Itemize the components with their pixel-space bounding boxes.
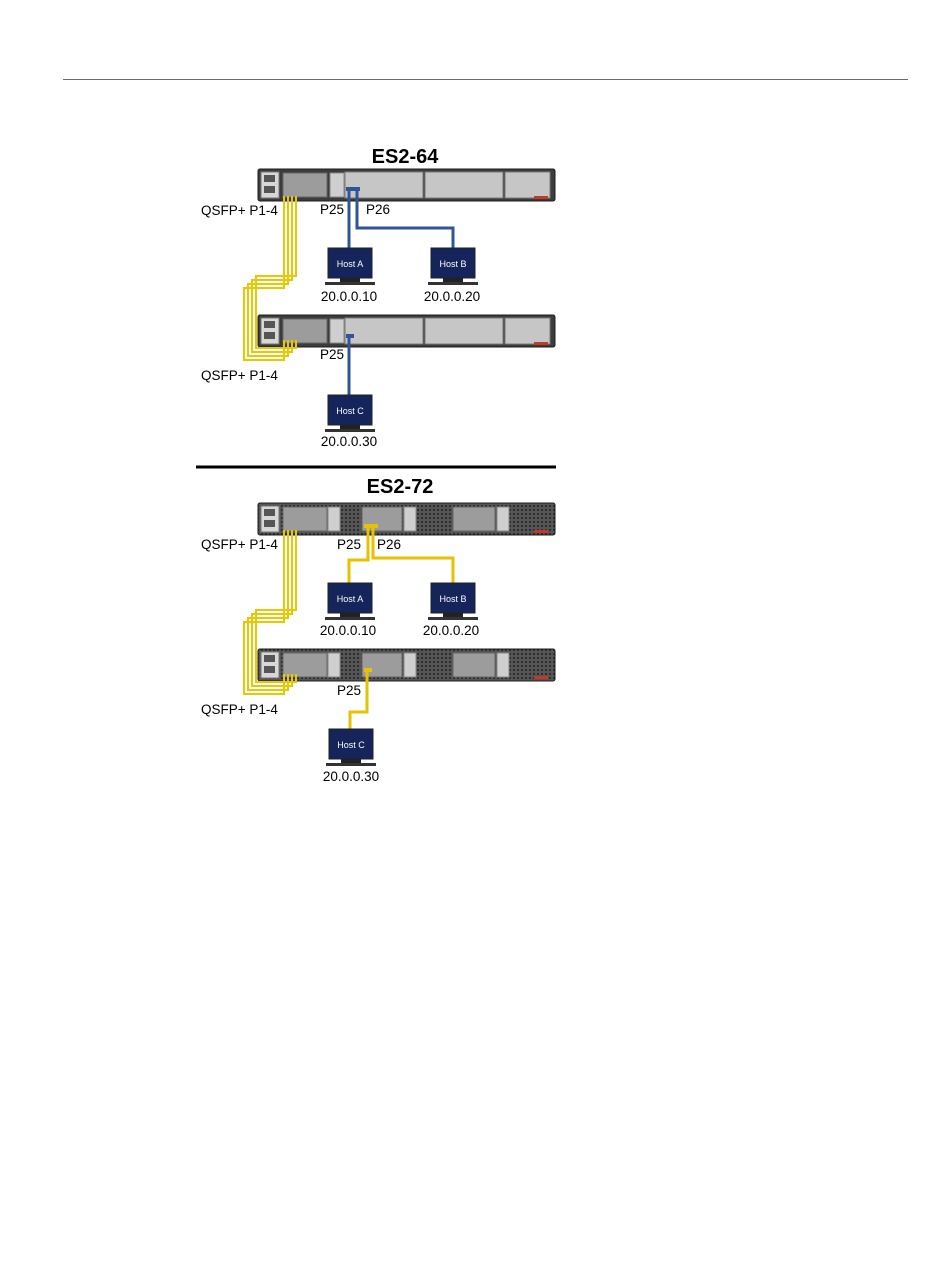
es2-72-p25-label-bottom: P25 bbox=[337, 683, 361, 698]
es2-72-p26-label-top: P26 bbox=[377, 537, 401, 552]
es2-64-host-c-ip: 20.0.0.30 bbox=[321, 434, 377, 449]
es2-64-host-a-name: Host A bbox=[337, 259, 364, 269]
es2-64-top-port-bank bbox=[345, 172, 550, 198]
es2-64-host-a: Host A 20.0.0.10 bbox=[321, 248, 377, 304]
es2-64-switch-bottom bbox=[258, 315, 555, 347]
es2-64-switch-top bbox=[258, 169, 555, 201]
es2-64-section: ES2-64 bbox=[201, 146, 555, 449]
es2-72-host-a-name: Host A bbox=[337, 594, 364, 604]
es2-64-qsfp-label-bottom: QSFP+ P1-4 bbox=[201, 368, 278, 383]
es2-72-host-a: Host A 20.0.0.10 bbox=[320, 583, 376, 638]
es2-64-bottom-port-bank bbox=[345, 318, 550, 344]
es2-64-host-a-ip: 20.0.0.10 bbox=[321, 289, 377, 304]
es2-72-qsfp-label-top: QSFP+ P1-4 bbox=[201, 537, 278, 552]
es2-64-p26-label-top: P26 bbox=[366, 202, 390, 217]
es2-72-host-c-name: Host C bbox=[337, 740, 365, 750]
es2-64-title: ES2-64 bbox=[372, 146, 440, 168]
es2-72-p25-label-top: P25 bbox=[337, 537, 361, 552]
es2-72-switch-bottom bbox=[258, 649, 555, 681]
es2-64-host-c-name: Host C bbox=[336, 406, 364, 416]
es2-72-host-b-name: Host B bbox=[439, 594, 466, 604]
es2-72-host-c: Host C 20.0.0.30 bbox=[323, 729, 379, 784]
es2-72-title: ES2-72 bbox=[367, 476, 434, 498]
es2-64-host-b-name: Host B bbox=[439, 259, 466, 269]
es2-72-section: ES2-72 bbox=[201, 476, 555, 784]
es2-64-p25-label-bottom: P25 bbox=[320, 347, 344, 362]
es2-72-host-b-ip: 20.0.0.20 bbox=[423, 623, 479, 638]
es2-64-host-b-ip: 20.0.0.20 bbox=[424, 289, 480, 304]
es2-72-qsfp-label-bottom: QSFP+ P1-4 bbox=[201, 702, 278, 717]
es2-72-switch-top bbox=[258, 503, 555, 535]
es2-72-host-b: Host B 20.0.0.20 bbox=[423, 583, 479, 638]
es2-64-host-b: Host B 20.0.0.20 bbox=[424, 248, 480, 304]
es2-64-p25-label-top: P25 bbox=[320, 202, 344, 217]
es2-72-host-a-ip: 20.0.0.10 bbox=[320, 623, 376, 638]
es2-64-host-c: Host C 20.0.0.30 bbox=[321, 395, 377, 449]
es2-64-qsfp-label-top: QSFP+ P1-4 bbox=[201, 203, 278, 218]
es2-72-host-c-ip: 20.0.0.30 bbox=[323, 769, 379, 784]
